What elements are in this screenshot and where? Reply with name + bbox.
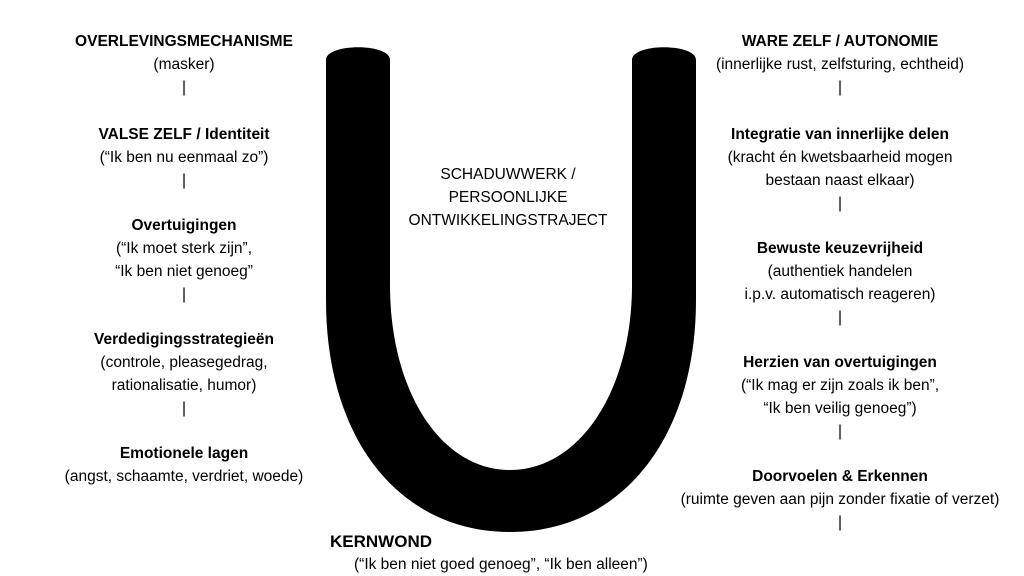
stage-title: Herzien van overtuigingen [743, 354, 937, 371]
stage-overlevingsmechanisme: OVERLEVINGSMECHANISME (masker) | [28, 30, 340, 100]
stage-description: (“Ik mag er zijn zoals ik ben”, [740, 377, 940, 394]
stage-description: i.p.v. automatisch reageren) [744, 286, 936, 303]
stage-title: Bewuste keuzevrijheid [756, 240, 924, 257]
stage-description: (kracht én kwetsbaarheid mogen [727, 149, 953, 166]
core-wound-title: KERNWOND [330, 532, 432, 551]
stage-title: Verdedigingsstrategieën [93, 331, 275, 348]
connector-line: | [837, 309, 843, 326]
core-wound-description: (“Ik ben niet goed genoeg”, “Ik ben alle… [354, 556, 648, 573]
stage-title: Doorvoelen & Erkennen [752, 468, 928, 485]
stage-description: rationalisatie, humor) [111, 377, 257, 394]
stage-description: “Ik ben veilig genoeg”) [763, 400, 917, 417]
stage-verdedigingsstrategieen: Verdedigingsstrategieën (controle, pleas… [28, 328, 340, 420]
left-column: OVERLEVINGSMECHANISME (masker) | VALSE Z… [28, 30, 340, 488]
connector-line: | [837, 514, 843, 531]
stage-bewuste-keuzevrijheid: Bewuste keuzevrijheid (authentiek handel… [656, 237, 1024, 329]
stage-valse-zelf: VALSE ZELF / Identiteit (“Ik ben nu eenm… [28, 123, 340, 192]
stage-integratie: Integratie van innerlijke delen (kracht … [656, 123, 1024, 215]
center-label: SCHADUWWERK / PERSOONLIJKE ONTWIKKELINGS… [402, 163, 614, 232]
stage-description: (“Ik ben nu eenmaal zo”) [99, 149, 269, 166]
stage-description: (“Ik moet sterk zijn”, [115, 240, 253, 257]
stage-description: (ruimte geven aan pijn zonder fixatie of… [680, 491, 1000, 508]
stage-description: “Ik ben niet genoeg” [115, 263, 253, 280]
connector-line: | [837, 79, 843, 96]
stage-title: OVERLEVINGSMECHANISME [75, 33, 293, 50]
center-label-line: ONTWIKKELINGSTRAJECT [408, 212, 608, 229]
stage-ware-zelf: WARE ZELF / AUTONOMIE (innerlijke rust, … [656, 30, 1024, 99]
center-label-line: PERSOONLIJKE [448, 189, 568, 206]
stage-title: WARE ZELF / AUTONOMIE [741, 33, 939, 50]
center-label-line: SCHADUWWERK / [440, 166, 576, 183]
connector-line: | [837, 195, 843, 212]
stage-doorvoelen-erkennen: Doorvoelen & Erkennen (ruimte geven aan … [656, 465, 1024, 534]
stage-description: bestaan naast elkaar) [765, 172, 915, 189]
stage-description: (innerlijke rust, zelfsturing, echtheid) [715, 56, 965, 73]
stage-title: Emotionele lagen [119, 445, 249, 462]
stage-description: (angst, schaamte, verdriet, woede) [64, 468, 304, 485]
stage-title: Integratie van innerlijke delen [731, 126, 949, 143]
stage-title: Overtuigingen [131, 217, 237, 234]
stage-description: (masker) [153, 56, 215, 73]
stage-overtuigingen: Overtuigingen (“Ik moet sterk zijn”, “Ik… [28, 214, 340, 306]
core-wound: KERNWOND (“Ik ben niet goed genoeg”, “Ik… [330, 530, 710, 576]
connector-line: | [181, 400, 187, 417]
stage-description: (controle, pleasegedrag, [100, 354, 268, 371]
connector-line: | [181, 172, 187, 189]
stage-herzien-overtuigingen: Herzien van overtuigingen (“Ik mag er zi… [656, 351, 1024, 443]
connector-line: | [181, 286, 187, 303]
stage-emotionele-lagen: Emotionele lagen (angst, schaamte, verdr… [28, 442, 340, 488]
connector-line: | [837, 423, 843, 440]
u-shape-path [326, 47, 696, 532]
stage-title: VALSE ZELF / Identiteit [98, 126, 270, 143]
right-column: WARE ZELF / AUTONOMIE (innerlijke rust, … [656, 30, 1024, 534]
stage-description: (authentiek handelen [767, 263, 913, 280]
connector-line: | [181, 79, 187, 96]
